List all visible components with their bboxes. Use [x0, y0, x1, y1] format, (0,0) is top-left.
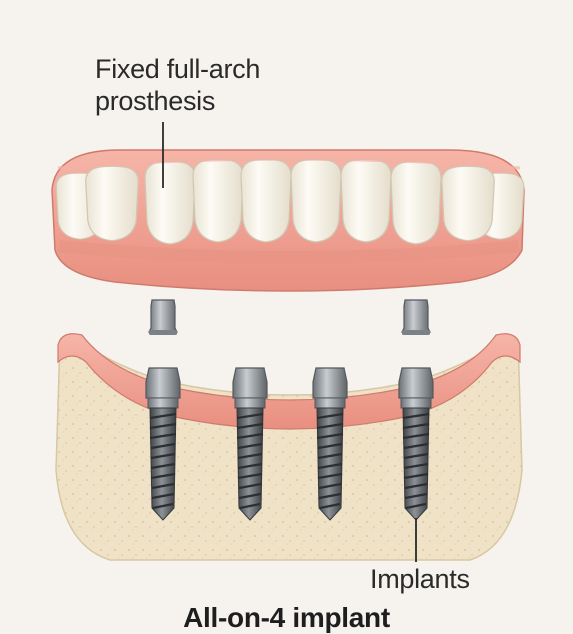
prosthesis-label: Fixed full-arch prosthesis [95, 53, 355, 117]
abutment-icon [149, 300, 177, 335]
diagram-caption: All-on-4 implant [0, 602, 573, 634]
implants-label: Implants [370, 563, 470, 595]
prosthesis-label-line2: prosthesis [95, 85, 355, 117]
lower-jaw [56, 334, 522, 560]
upper-prosthesis [52, 150, 524, 291]
prosthesis-label-line1: Fixed full-arch [95, 53, 355, 85]
abutment-icon [402, 300, 430, 335]
